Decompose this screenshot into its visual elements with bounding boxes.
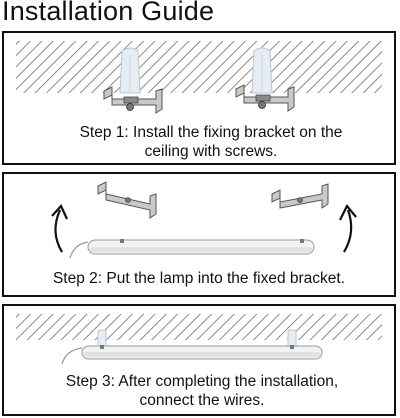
rotate-arrow-icon	[51, 204, 68, 253]
step-3-panel: Step 3: After completing the installatio…	[2, 304, 396, 416]
guide-title: Installation Guide	[2, 0, 215, 26]
ceiling-hatch	[16, 314, 382, 340]
rotate-arrow-icon	[339, 203, 357, 253]
ceiling-hatch	[16, 41, 382, 93]
wall-anchor-icon	[251, 47, 273, 94]
step-2-illustration	[51, 181, 357, 259]
step-1-caption: Step 1: Install the fixing bracket on th…	[79, 124, 343, 160]
step-3-caption: Step 3: After completing the installatio…	[65, 373, 339, 409]
step-1-illustration	[16, 41, 382, 114]
wall-anchor-icon	[119, 47, 141, 94]
step-2-panel: Step 2: Put the lamp into the fixed brac…	[2, 172, 396, 297]
step-1-panel: Step 1: Install the fixing bracket on th…	[2, 31, 396, 165]
fixing-bracket-icon	[235, 84, 295, 112]
fixing-bracket-icon	[271, 183, 329, 209]
step-2-caption: Step 2: Put the lamp into the fixed brac…	[52, 270, 346, 287]
fixing-bracket-icon	[103, 86, 163, 114]
led-lamp-icon	[69, 239, 315, 259]
led-lamp-icon	[61, 345, 323, 365]
step-3-illustration	[16, 314, 382, 365]
fixing-bracket-icon	[97, 181, 157, 219]
